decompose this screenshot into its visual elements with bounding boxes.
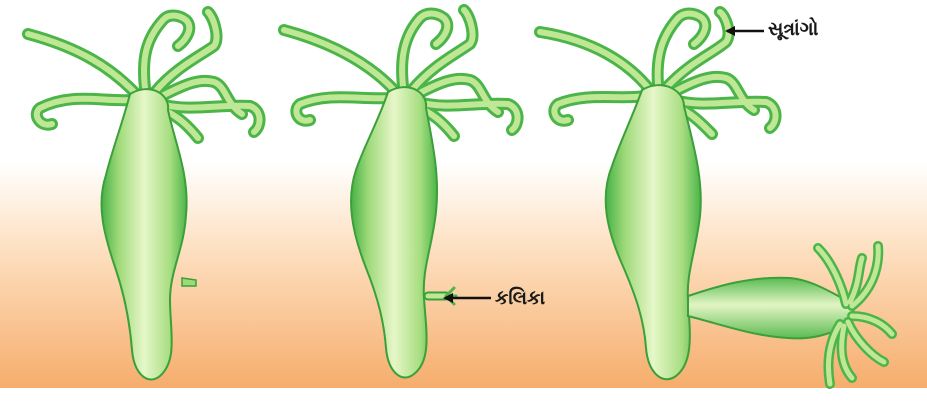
bud-label: કલિકા [495,287,545,309]
hydra-1-small-bud [182,278,196,286]
tentacles-label: સૂત્રાંગો [768,18,818,40]
bottom-margin [0,388,927,403]
